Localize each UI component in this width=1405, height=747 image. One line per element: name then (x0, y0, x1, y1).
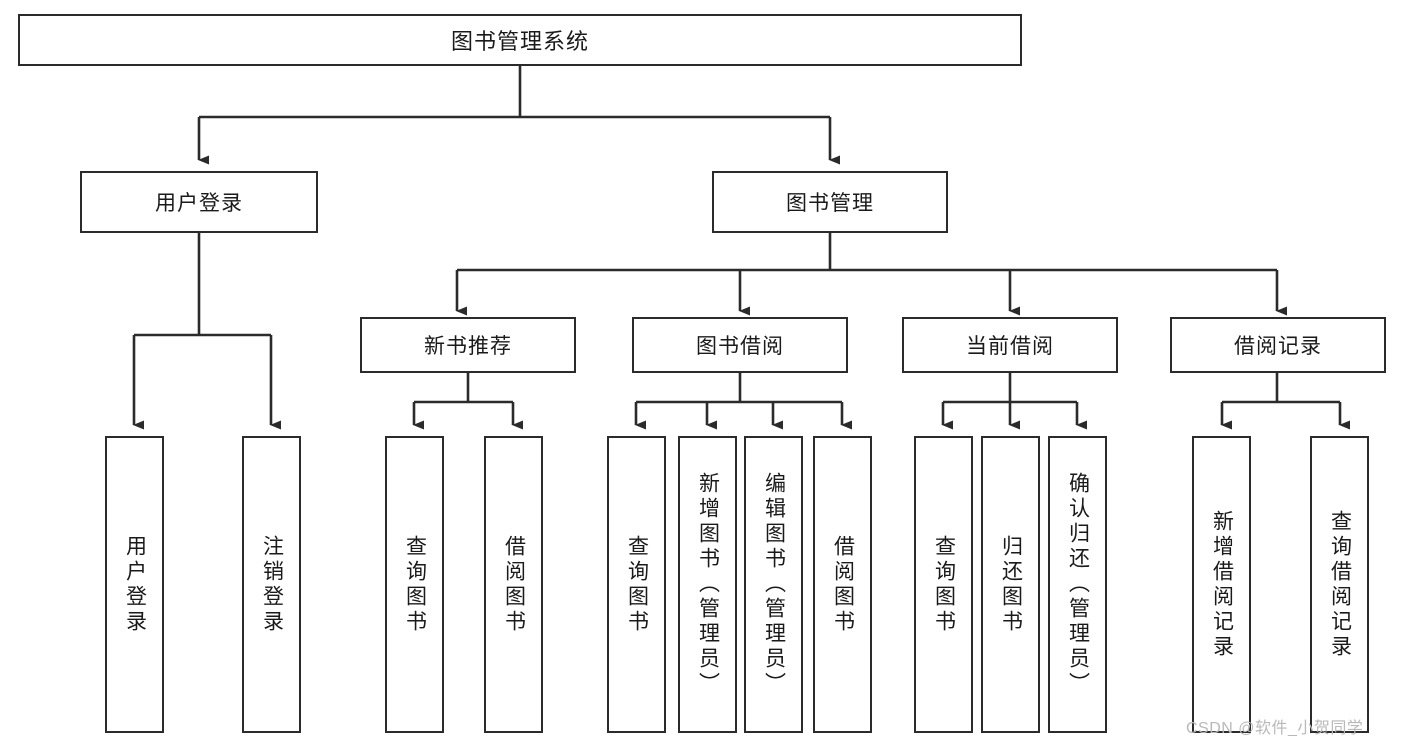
node-label: 查询图书 (932, 534, 956, 635)
node-label: 借阅图书 (502, 534, 526, 635)
csdn-watermark: CSDN @软件_小贺同学 (1186, 720, 1364, 737)
node-label: 借阅记录 (1234, 335, 1322, 358)
node-new-book-recommend[interactable]: 新书推荐 (360, 317, 576, 373)
node-label: 新增借阅记录 (1210, 509, 1234, 660)
node-label: 借阅图书 (831, 534, 855, 635)
node-label: 注销登录 (260, 534, 284, 635)
leaf-borrow-add-book-admin[interactable]: 新增图书（管理员） (678, 436, 737, 733)
leaf-recommend-borrow-book[interactable]: 借阅图书 (484, 436, 543, 733)
leaf-record-add-record[interactable]: 新增借阅记录 (1192, 436, 1251, 733)
leaf-current-query-book[interactable]: 查询图书 (914, 436, 973, 733)
node-label: 查询借阅记录 (1328, 509, 1352, 660)
node-label: 编辑图书（管理员） (762, 472, 786, 697)
node-label: 新书推荐 (424, 335, 512, 358)
node-borrow-record[interactable]: 借阅记录 (1170, 317, 1386, 373)
node-label: 图书管理系统 (450, 29, 589, 54)
node-label: 归还图书 (999, 534, 1023, 635)
leaf-borrow-query-book[interactable]: 查询图书 (607, 436, 666, 733)
leaf-borrow-edit-book-admin[interactable]: 编辑图书（管理员） (744, 436, 803, 733)
node-label: 图书借阅 (696, 335, 784, 358)
node-label: 查询图书 (625, 534, 649, 635)
node-label: 新增图书（管理员） (696, 472, 720, 697)
leaf-current-confirm-return-admin[interactable]: 确认归还（管理员） (1048, 436, 1107, 733)
node-root-system[interactable]: 图书管理系统 (18, 14, 1022, 66)
node-book-borrow[interactable]: 图书借阅 (632, 317, 848, 373)
node-label: 图书管理 (786, 192, 874, 215)
node-label: 查询图书 (403, 534, 427, 635)
leaf-user-login[interactable]: 用户登录 (105, 436, 164, 733)
leaf-record-query-record[interactable]: 查询借阅记录 (1310, 436, 1369, 733)
node-label: 确认归还（管理员） (1066, 472, 1090, 697)
leaf-borrow-borrow-book[interactable]: 借阅图书 (813, 436, 872, 733)
node-current-borrow[interactable]: 当前借阅 (902, 317, 1118, 373)
leaf-current-return-book[interactable]: 归还图书 (981, 436, 1040, 733)
node-label: 当前借阅 (966, 335, 1054, 358)
node-book-management[interactable]: 图书管理 (712, 171, 948, 233)
node-user-login[interactable]: 用户登录 (80, 171, 318, 233)
leaf-user-logout[interactable]: 注销登录 (242, 436, 301, 733)
leaf-recommend-query-book[interactable]: 查询图书 (385, 436, 444, 733)
node-label: 用户登录 (155, 192, 243, 215)
node-label: 用户登录 (123, 534, 147, 635)
